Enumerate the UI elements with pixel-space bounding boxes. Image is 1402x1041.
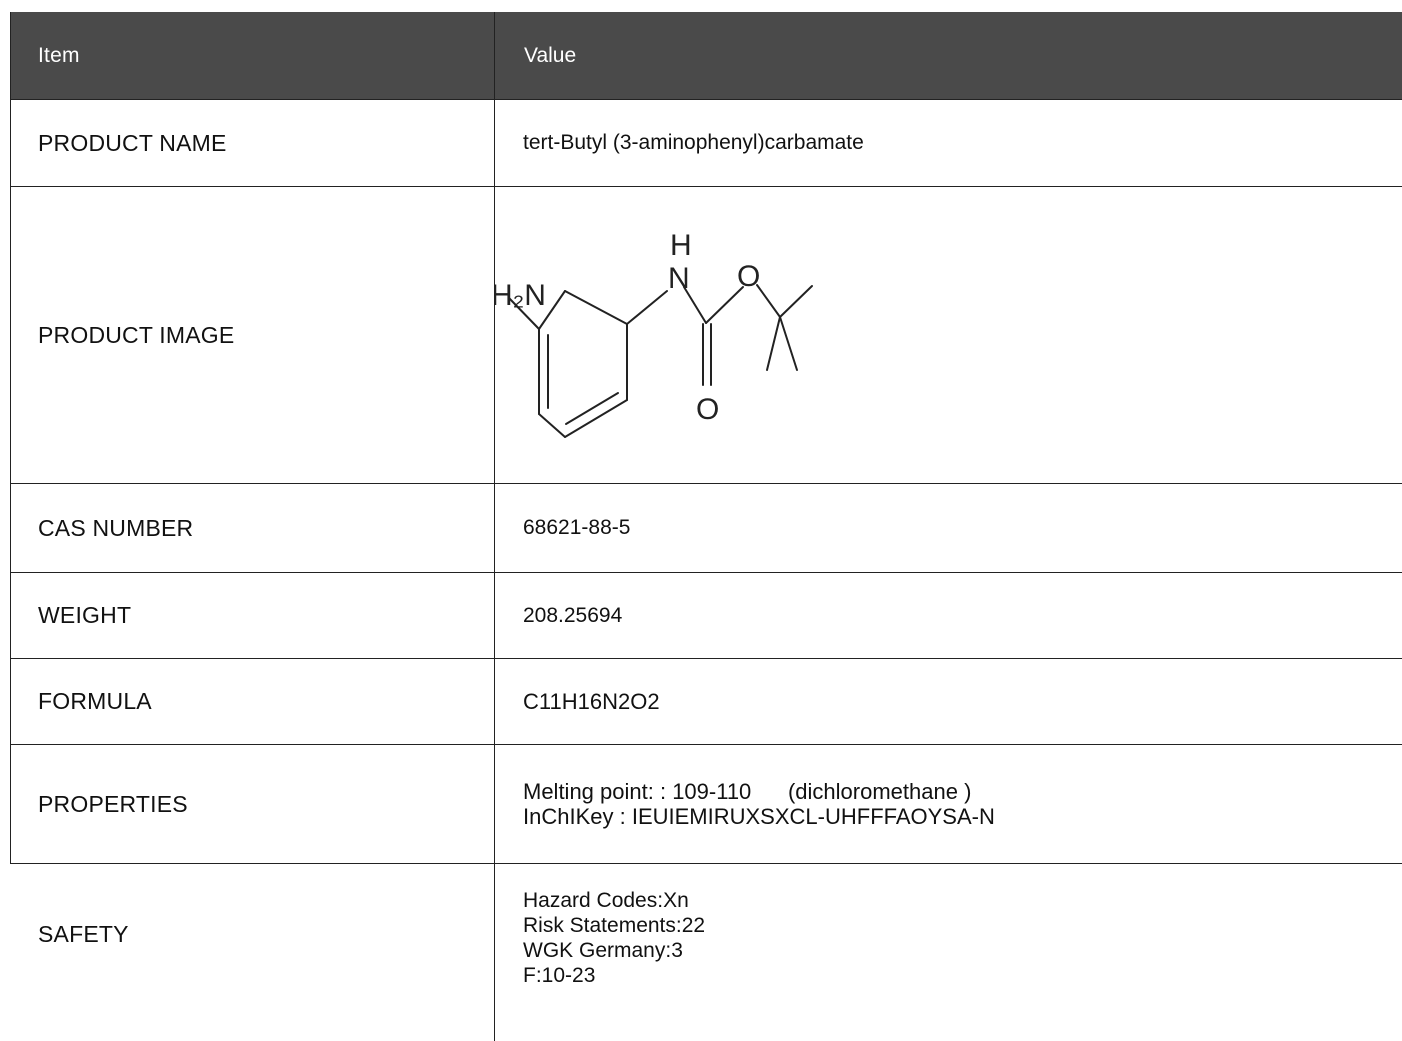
table-header: Item Value: [10, 12, 1402, 100]
value-formula: C11H16N2O2: [523, 688, 660, 714]
atom-ester-o-label: O: [737, 260, 760, 293]
value-safety: Hazard Codes:Xn Risk Statements:22 WGK G…: [495, 864, 1402, 1041]
label-safety: SAFETY: [38, 921, 129, 947]
label-cas-number: CAS NUMBER: [38, 514, 194, 541]
column-divider: [494, 12, 495, 1041]
table-left-border: [10, 12, 11, 864]
value-weight: 208.25694: [523, 603, 623, 627]
property-melting-point: Melting point: : 109-110 (dichloromethan…: [523, 779, 972, 804]
label-product-image: PRODUCT IMAGE: [38, 321, 235, 348]
row-properties: PROPERTIES Melting point: : 109-110 (dic…: [10, 745, 1402, 864]
safety-risk-statements: Risk Statements:22: [523, 913, 706, 937]
safety-hazard-codes: Hazard Codes:Xn: [523, 888, 689, 912]
atom-carbonyl-o-label: O: [696, 393, 719, 426]
row-weight: WEIGHT 208.25694: [10, 573, 1402, 659]
atom-amine-label: H₂N: [495, 279, 546, 312]
row-safety: SAFETY Hazard Codes:Xn Risk Statements:2…: [10, 864, 1402, 1041]
header-item: Item: [38, 43, 80, 67]
row-formula: FORMULA C11H16N2O2: [10, 659, 1402, 745]
value-cas-number: 68621-88-5: [523, 516, 631, 539]
atom-h-label: H: [670, 229, 692, 262]
molecule-structure-image: H₂N N H O O: [495, 229, 813, 438]
atom-n-label: N: [668, 262, 690, 295]
label-properties: PROPERTIES: [38, 790, 188, 817]
value-product-image: H₂N N H O O: [495, 187, 1402, 483]
row-product-image: PRODUCT IMAGE: [10, 187, 1402, 484]
safety-wgk-germany: WGK Germany:3: [523, 938, 683, 962]
safety-f-codes: F:10-23: [523, 963, 596, 987]
value-product-name: tert-Butyl (3-aminophenyl)carbamate: [523, 131, 864, 154]
header-value: Value: [524, 43, 577, 67]
label-weight: WEIGHT: [38, 602, 132, 628]
property-inchikey: InChIKey : IEUIEMIRUXSXCL-UHFFFAOYSA-N: [523, 804, 995, 829]
row-product-name: PRODUCT NAME tert-Butyl (3-aminophenyl)c…: [10, 100, 1402, 187]
value-properties: Melting point: : 109-110 (dichloromethan…: [495, 745, 1402, 863]
product-info-table: Item Value PRODUCT NAME tert-Butyl (3-am…: [10, 12, 1402, 1041]
row-cas-number: CAS NUMBER 68621-88-5: [10, 484, 1402, 573]
label-formula: FORMULA: [38, 688, 152, 714]
label-product-name: PRODUCT NAME: [38, 129, 227, 156]
